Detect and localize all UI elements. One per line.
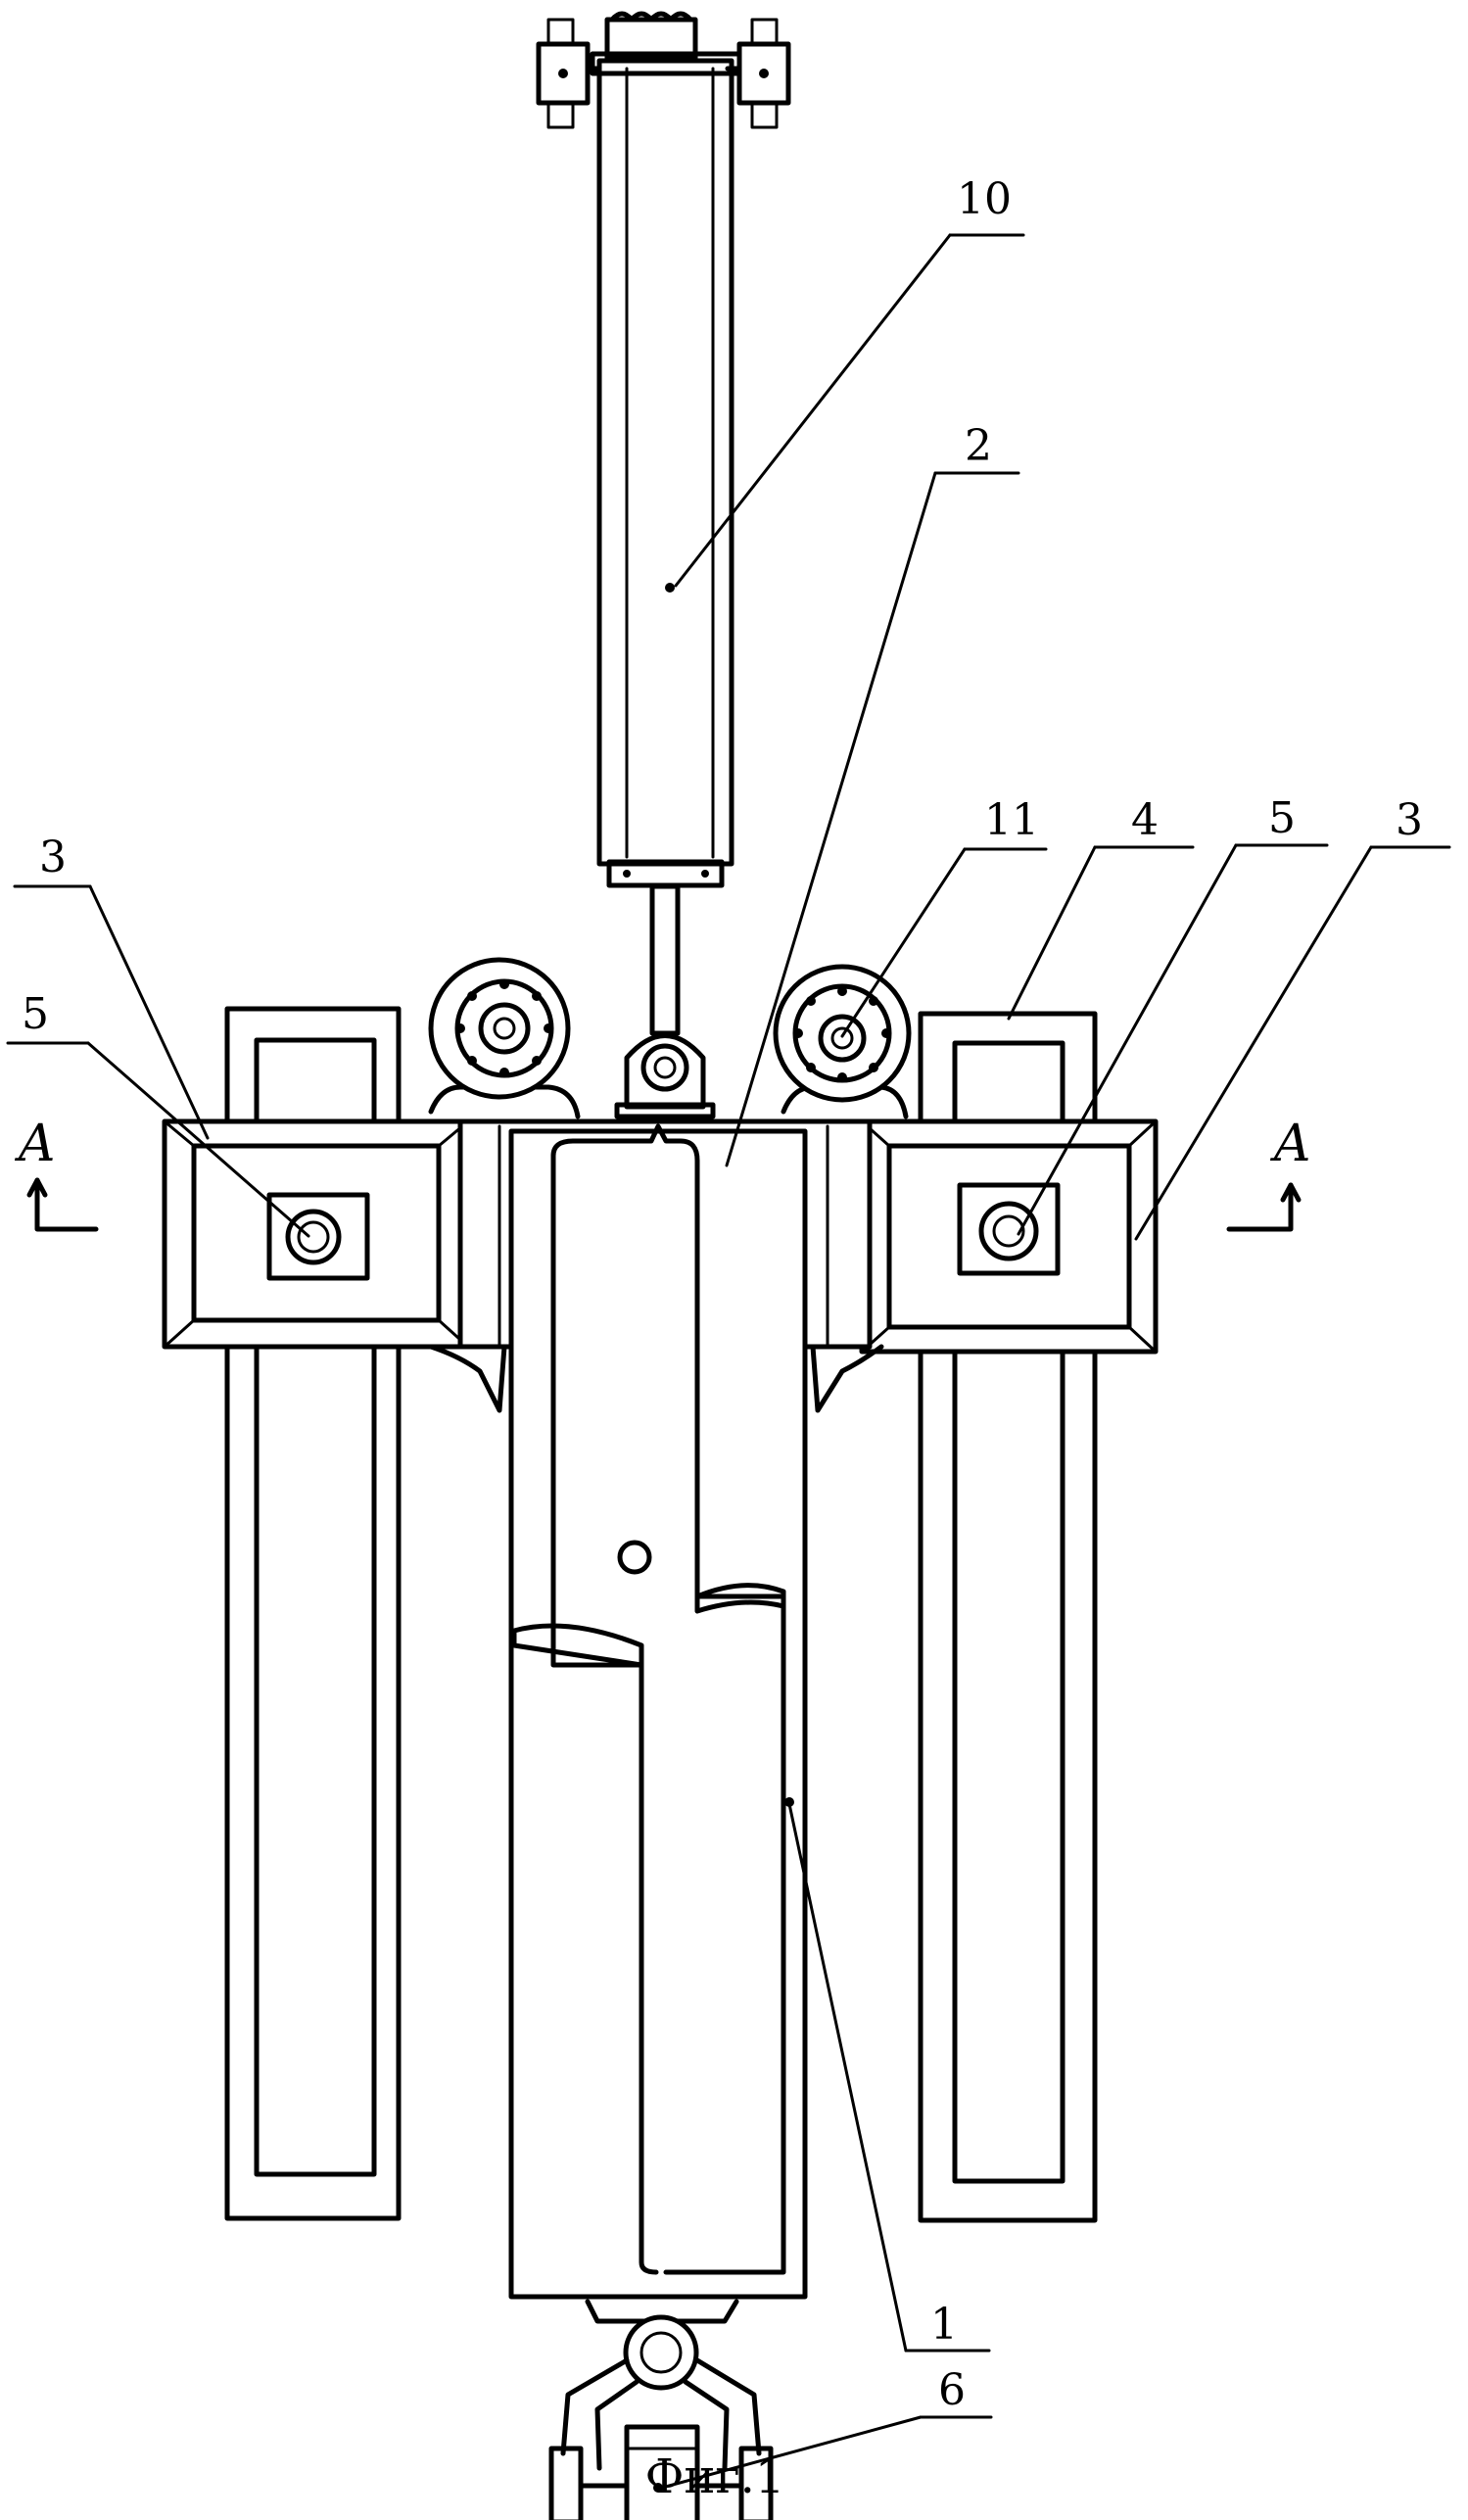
right-motor <box>776 967 909 1117</box>
callout-2: 2 <box>965 421 992 471</box>
section-mark-left-label: А <box>14 1115 56 1173</box>
callout-11: 11 <box>984 795 1039 845</box>
callout-5-left: 5 <box>22 989 49 1039</box>
right-beam-box <box>862 1121 1156 1352</box>
hydraulic-cylinder <box>539 14 788 1117</box>
section-mark-right: А <box>1229 1115 1311 1229</box>
section-mark-right-label: А <box>1269 1115 1311 1173</box>
section-mark-left: А <box>14 1115 96 1229</box>
callout-10: 10 <box>957 174 1012 224</box>
central-column <box>511 1126 805 2297</box>
callout-5-right: 5 <box>1268 793 1296 843</box>
callout-3-right: 3 <box>1396 795 1423 845</box>
callout-4: 4 <box>1131 795 1159 845</box>
figure-caption: Фиг.1 <box>645 2449 785 2504</box>
callout-3-left: 3 <box>39 832 67 882</box>
left-beam-box <box>165 1121 468 1347</box>
callout-1: 1 <box>930 2300 958 2350</box>
left-motor <box>431 960 578 1117</box>
callout-6: 6 <box>938 2365 966 2415</box>
